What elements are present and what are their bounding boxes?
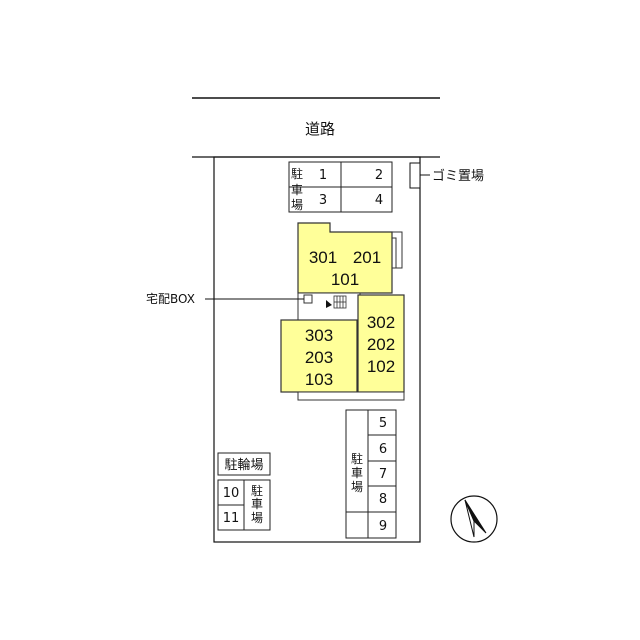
unit-number: 303 [305, 326, 333, 345]
bicycle-parking [217, 452, 271, 476]
parking-right-label-char: 場 [351, 480, 363, 494]
bicycle-parking-label: 駐輪場 [224, 457, 263, 473]
building-block-e [357, 294, 405, 393]
parking-space-number: 6 [379, 442, 387, 457]
south-balcony [297, 391, 405, 401]
site-boundary [213, 156, 421, 543]
unit-number: 102 [367, 357, 395, 376]
unit-number: 201 [353, 248, 381, 267]
parking-top-label-char: 駐 [291, 166, 303, 181]
parking-left-label-char: 車 [251, 497, 263, 511]
parking-right-label-char: 駐 [351, 451, 363, 466]
building: 301 201 101 303 203 103 302 202 102 [280, 222, 405, 401]
building-block-sw [280, 319, 358, 393]
unit-number: 103 [305, 370, 333, 389]
unit-number: 301 [309, 248, 337, 267]
parking-space-number: 8 [379, 492, 387, 507]
north-arrow-icon [450, 495, 498, 543]
parking-space-number: 2 [375, 168, 383, 183]
parking-space-number: 10 [223, 486, 240, 501]
road-label: 道路 [305, 120, 335, 138]
unit-number: 101 [331, 270, 359, 289]
stairs-icon [326, 295, 347, 309]
parking-space-number: 9 [379, 519, 387, 534]
parking-space-number: 4 [375, 193, 383, 208]
parking-right-label-char: 車 [351, 466, 363, 480]
parking-space-number: 3 [319, 193, 327, 208]
parking-right: 駐 車 場 5 6 7 8 9 [345, 409, 397, 539]
parking-space-number: 7 [379, 467, 387, 482]
parking-space-number: 5 [379, 416, 387, 431]
parking-top: 駐 車 場 1 2 3 4 [288, 161, 393, 213]
parking-space-number: 1 [319, 168, 327, 183]
delivery-box-label: 宅配BOX [146, 291, 195, 306]
parking-left-label-char: 駐 [251, 483, 263, 498]
unit-number: 202 [367, 335, 395, 354]
trash-area [409, 162, 421, 189]
trash-label: ゴミ置場 [432, 168, 484, 184]
parking-top-label-char: 車 [291, 183, 303, 197]
unit-number: 203 [305, 348, 333, 367]
parking-left-label-char: 場 [251, 511, 263, 525]
parking-left: 10 11 駐 車 場 [217, 479, 271, 531]
parking-space-number: 11 [223, 511, 240, 526]
delivery-box-marker [303, 294, 313, 304]
parking-top-label-char: 場 [291, 198, 303, 212]
unit-number: 302 [367, 313, 395, 332]
